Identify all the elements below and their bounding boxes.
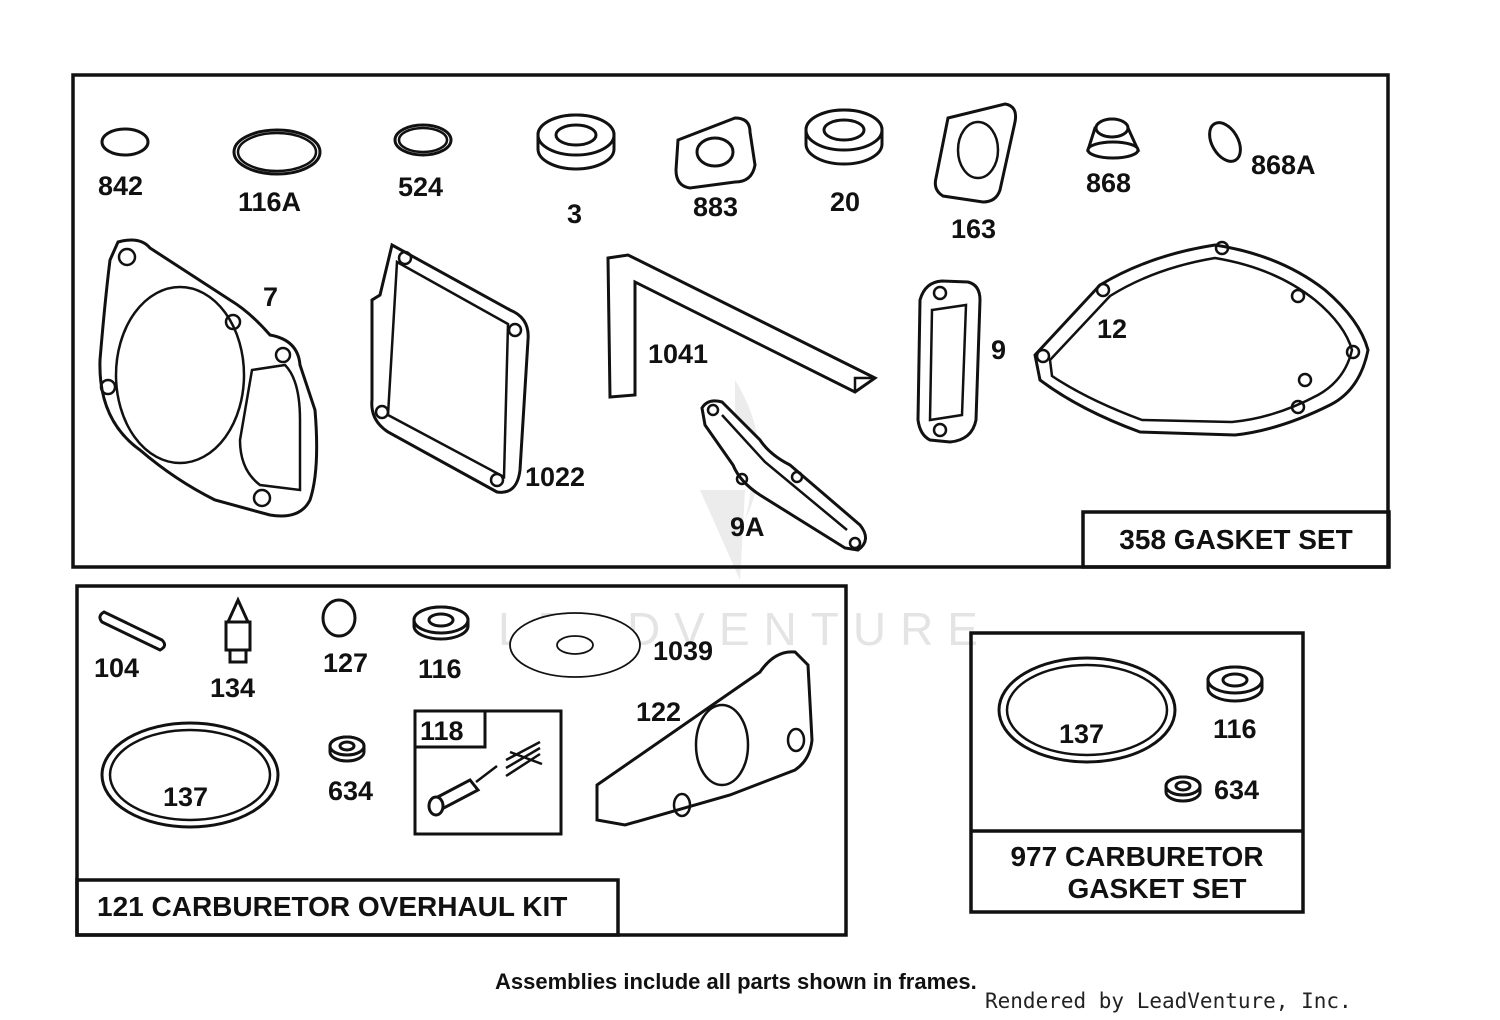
label-118: 118: [420, 716, 464, 746]
label-9a: 9A: [730, 512, 765, 542]
part-116-washer: [412, 605, 470, 641]
label-883: 883: [693, 192, 738, 222]
label-1041: 1041: [648, 339, 708, 369]
carb-kit-panel: 121 CARBURETOR OVERHAUL KIT 104 134 127 …: [75, 584, 848, 937]
label-137: 137: [163, 782, 208, 812]
label-20: 20: [830, 187, 860, 217]
label-868: 868: [1086, 168, 1131, 198]
part-12-crankcase-gasket: [1033, 240, 1370, 437]
part-137-bowl-ring: [100, 721, 280, 829]
label-1039: 1039: [653, 636, 713, 666]
assemblies-note: Assemblies include all parts shown in fr…: [495, 969, 977, 994]
part-1039-gasket-disc: [509, 612, 641, 678]
label-116a: 116A: [238, 187, 301, 217]
part-104-pin: [98, 610, 167, 652]
label-1022: 1022: [525, 462, 585, 492]
carb-gasket-frame: [969, 631, 1305, 914]
label-134: 134: [210, 673, 255, 703]
carb-gasket-title-line2: GASKET SET: [1068, 873, 1247, 904]
part-883-flange-gasket: [674, 116, 757, 190]
label-7: 7: [263, 282, 278, 312]
label-122: 122: [636, 697, 681, 727]
carb-gasket-panel: 977 CARBURETOR GASKET SET 137 116 634: [969, 631, 1305, 914]
carb-gasket-title-line1: 977 CARBURETOR: [1010, 841, 1263, 872]
part-1041-strip-gasket: [606, 253, 878, 399]
label-104: 104: [94, 653, 139, 683]
label-3: 3: [567, 199, 582, 229]
part-1022-cover-gasket: [370, 242, 530, 494]
rendered-by-credit: Rendered by LeadVenture, Inc.: [985, 989, 1352, 1013]
part-524-ring: [393, 123, 453, 157]
part-634-washer-set: [1164, 775, 1202, 803]
label-116: 116: [418, 654, 462, 684]
part-7-head-gasket: [98, 238, 319, 518]
label-12: 12: [1097, 314, 1127, 344]
part-118-mixture-screw-set: 118: [413, 709, 563, 836]
part-20-oil-seal: [804, 108, 884, 166]
label-127: 127: [323, 648, 368, 678]
label-634-set: 634: [1214, 775, 1259, 805]
label-137-set: 137: [1059, 719, 1104, 749]
part-137-bowl-ring-set: [997, 656, 1177, 764]
carb-kit-title-box: [75, 878, 620, 937]
part-9a-exhaust-gasket: [700, 399, 867, 552]
label-9: 9: [991, 335, 1006, 365]
label-842: 842: [98, 171, 143, 201]
part-116a-ring: [232, 128, 322, 176]
part-122-insulator: [595, 650, 814, 827]
gasket-set-panel: 358 GASKET SET 842 116A 524 3 883: [71, 73, 1391, 569]
part-3-oil-seal: [536, 113, 616, 171]
label-163: 163: [951, 214, 996, 244]
part-868a-washer: [1208, 121, 1242, 163]
label-116-set: 116: [1213, 714, 1257, 744]
part-127-welch-plug: [321, 598, 357, 638]
part-842-ring: [100, 127, 150, 157]
label-634: 634: [328, 776, 373, 806]
gasket-set-frame: [71, 73, 1390, 569]
carb-kit-title: 121 CARBURETOR OVERHAUL KIT: [97, 891, 567, 922]
part-163-gasket: [933, 102, 1017, 204]
part-134-needle-valve: [224, 596, 252, 664]
label-524: 524: [398, 172, 443, 202]
label-868a: 868A: [1251, 150, 1316, 180]
part-868-valve-seal: [1085, 117, 1141, 160]
part-116-washer-set: [1206, 665, 1264, 703]
gasket-set-title-box: [1081, 510, 1391, 569]
gasket-set-title: 358 GASKET SET: [1119, 524, 1352, 555]
part-634-washer: [328, 735, 366, 763]
part-9-intake-gasket: [916, 279, 982, 444]
